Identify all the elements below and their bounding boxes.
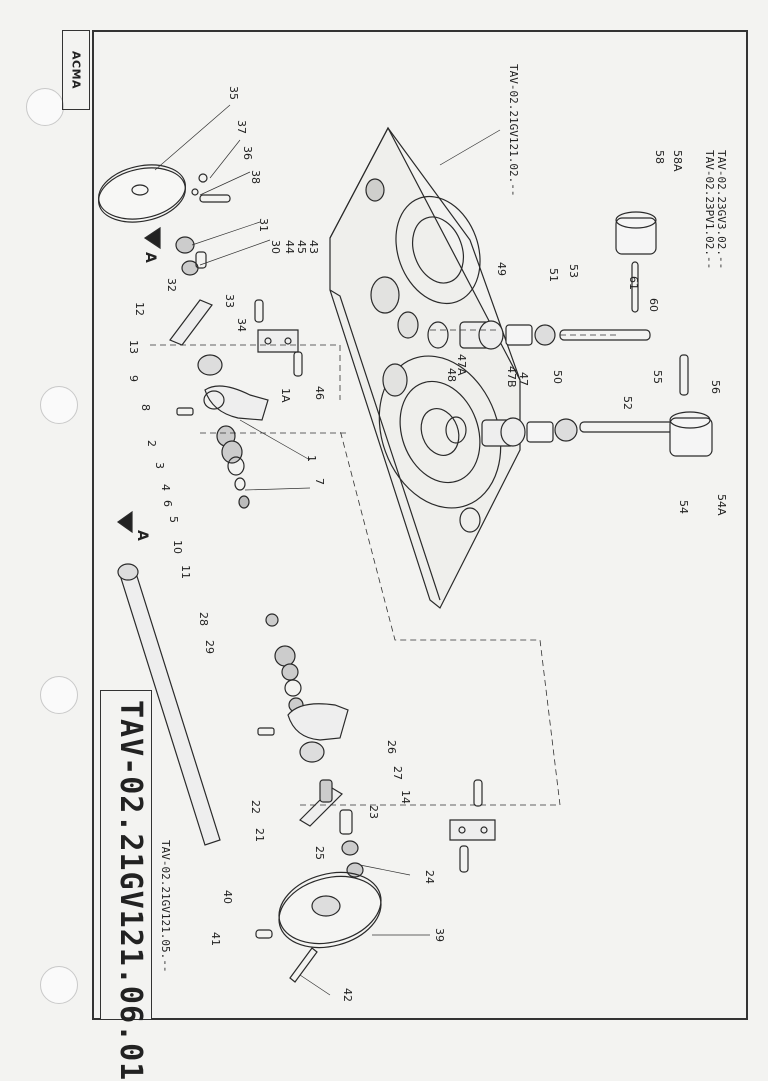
part-label-52: 52 <box>621 396 634 410</box>
exploded-view-drawing <box>98 104 713 996</box>
part-label-26: 26 <box>385 740 398 754</box>
part-label-54: 54 <box>677 500 690 514</box>
base-plate <box>329 126 521 609</box>
part-label-58: 58 <box>653 150 666 164</box>
part-label-12: 12 <box>133 302 146 316</box>
part-label-41: 41 <box>209 932 222 946</box>
part-label-56: 56 <box>709 380 722 394</box>
part-label-46: 46 <box>313 386 326 400</box>
ref-plate: TAV-02.21GV121.02.-- <box>507 64 520 197</box>
part-label-34: 34 <box>235 318 248 332</box>
part-label-30: 30 <box>269 240 282 254</box>
part-label-2: 2 <box>145 440 158 447</box>
upper-assembly <box>98 164 303 534</box>
part-label-47b: 47B <box>505 366 518 388</box>
part-label-50: 50 <box>551 370 564 384</box>
part-label-48: 48 <box>445 368 458 382</box>
part-label-14: 14 <box>399 790 412 804</box>
part-label-11: 11 <box>179 565 192 579</box>
part-label-25: 25 <box>313 846 326 860</box>
part-label-37: 37 <box>235 120 248 134</box>
part-label-53: 53 <box>567 264 580 278</box>
part-label-8: 8 <box>139 404 152 411</box>
lower-assembly <box>117 563 496 983</box>
part-label-1: 1 <box>305 455 318 462</box>
company-logo: ACMA <box>62 30 90 110</box>
part-label-31: 31 <box>257 218 270 232</box>
part-label-13: 13 <box>127 340 140 354</box>
part-label-32: 32 <box>165 278 178 292</box>
leader-lines <box>154 104 501 996</box>
part-label-40: 40 <box>221 890 234 904</box>
part-label-35: 35 <box>227 86 240 100</box>
part-label-54a: 54A <box>715 494 728 516</box>
punch-hole-lower <box>40 676 78 714</box>
part-label-36: 36 <box>241 146 254 160</box>
title-block <box>100 690 152 1020</box>
part-label-7: 7 <box>313 478 326 485</box>
part-label-28: 28 <box>197 612 210 626</box>
drawing-sheet: ACMA <box>26 30 748 1081</box>
view-marker-upper: A <box>142 252 158 263</box>
part-label-22: 22 <box>249 800 262 814</box>
view-marker-lower: A <box>134 530 150 541</box>
part-label-4: 4 <box>159 484 172 491</box>
punch-hole-upper <box>40 386 78 424</box>
drawing-frame <box>92 30 748 1020</box>
ref-unit-a: TAV-02.23GV3.02.-- <box>715 150 728 270</box>
part-label-24: 24 <box>423 870 436 884</box>
part-label-60: 60 <box>647 298 660 312</box>
ref-unit-b: TAV-02.23PV1.02.-- <box>703 150 716 270</box>
part-label-38: 38 <box>249 170 262 184</box>
part-label-10: 10 <box>171 540 184 554</box>
part-label-29: 29 <box>203 640 216 654</box>
part-label-27: 27 <box>391 766 404 780</box>
part-label-23: 23 <box>367 805 380 819</box>
part-label-49: 49 <box>495 262 508 276</box>
part-label-58a: 58A <box>671 150 684 172</box>
part-label-1a: 1A <box>279 388 292 403</box>
part-label-33: 33 <box>223 294 236 308</box>
part-label-55: 55 <box>651 370 664 384</box>
part-label-3: 3 <box>153 462 166 469</box>
ref-shaft: TAV-02.21GV121.05.-- <box>159 840 172 973</box>
part-label-51: 51 <box>547 268 560 282</box>
part-label-9: 9 <box>127 375 140 382</box>
part-label-5: 5 <box>167 516 180 523</box>
part-label-47: 47 <box>517 372 530 386</box>
part-label-6: 6 <box>161 500 174 507</box>
center-lines <box>150 329 620 806</box>
punch-hole-bottom <box>40 966 78 1004</box>
part-label-39: 39 <box>433 928 446 942</box>
part-label-42: 42 <box>341 988 354 1002</box>
part-label-61: 61 <box>627 276 640 290</box>
part-label-43: 43 <box>307 240 320 254</box>
part-label-45: 45 <box>295 240 308 254</box>
punch-hole-top <box>26 88 64 126</box>
drive-assembly <box>427 211 713 457</box>
part-label-21: 21 <box>253 828 266 842</box>
